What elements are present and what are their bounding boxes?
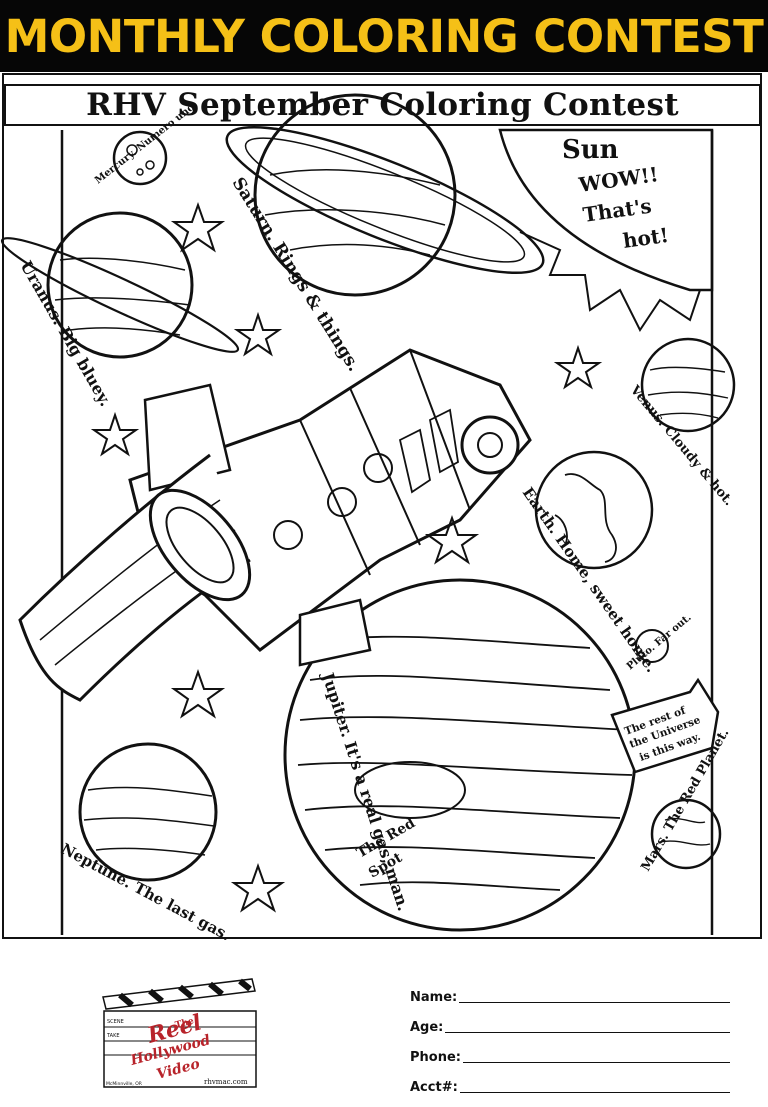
uranus-planet [0, 211, 240, 359]
sun-thats: That's [581, 194, 653, 227]
age-field[interactable] [445, 1018, 730, 1033]
sun-label: Sun [562, 135, 619, 165]
name-field[interactable] [459, 988, 730, 1003]
decorative-stars [90, 201, 603, 913]
sun-wow: WOW!! [576, 162, 659, 197]
saturn-planet [225, 93, 545, 297]
logo-the: The [174, 1016, 195, 1031]
venus-label: Venus. Cloudy & hot. [626, 382, 736, 509]
mercury-planet [112, 130, 168, 186]
universe-direction-sign [610, 677, 720, 774]
reel-hollywood-video-logo: SCENE TAKE The Reel Hollywood Video McMi… [102, 978, 257, 1088]
venus-planet [640, 337, 736, 433]
earth-label: Earth. Home, sweet home. [519, 484, 661, 676]
name-label: Name: [410, 990, 458, 1005]
contest-subtitle: RHV September Coloring Contest [86, 87, 679, 123]
name-row: Name: [410, 975, 730, 1005]
mars-planet [650, 798, 722, 870]
logo-location: McMinnville, OR [106, 1081, 142, 1087]
space-coloring-illustration: Sun WOW!! That's hot! Mercury. Numero un… [0, 93, 736, 945]
age-row: Age: [410, 1005, 730, 1035]
mercury-label: Mercury. Numero uno. [93, 100, 199, 186]
account-label: Acct#: [410, 1080, 458, 1095]
sun-illustration [498, 128, 714, 332]
rocket-car-illustration [18, 348, 532, 702]
account-field[interactable] [459, 1078, 730, 1093]
phone-row: Phone: [410, 1035, 730, 1065]
jupiter-label: Jupiter. It's a real gas, man. [318, 668, 414, 913]
account-row: Acct#: [410, 1065, 730, 1095]
banner-title: MONTHLY COLORING CONTEST [4, 9, 764, 63]
subtitle-box: RHV September Coloring Contest [4, 84, 761, 126]
uranus-label: Uranus. Big bluey. [17, 258, 116, 410]
pluto-planet [635, 629, 669, 663]
neptune-label: Neptune. The last gas. [58, 840, 234, 945]
sun-hot: hot! [621, 223, 670, 253]
contest-banner: MONTHLY COLORING CONTEST [0, 0, 768, 72]
clapperboard-icon [102, 978, 257, 1088]
logo-website: rhvmac.com [204, 1078, 248, 1086]
neptune-planet [78, 742, 218, 882]
entry-form: Name: Age: Phone: Acct#: [410, 975, 730, 1095]
age-label: Age: [410, 1020, 444, 1035]
phone-field[interactable] [462, 1048, 730, 1063]
logo-take: TAKE [106, 1033, 120, 1039]
logo-scene: SCENE [107, 1019, 124, 1025]
earth-planet [534, 450, 654, 570]
phone-label: Phone: [410, 1050, 461, 1065]
